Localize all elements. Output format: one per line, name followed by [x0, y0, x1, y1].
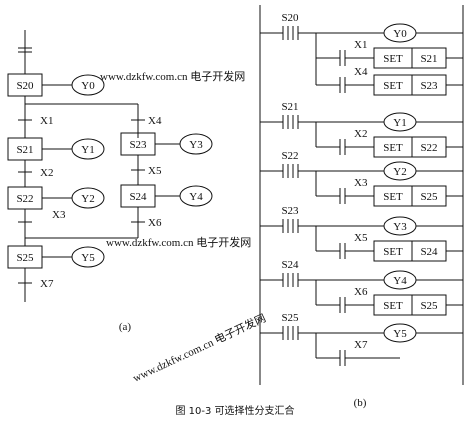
- sfc-transition-x2: X2: [40, 167, 53, 179]
- ladder-set-target-s21: S21: [420, 53, 437, 65]
- sfc-output-y1: Y1: [81, 144, 94, 156]
- ladder-coil-y4: Y4: [393, 275, 407, 287]
- ladder-step-s25: S25: [281, 312, 299, 324]
- ladder-contact-x7: X7: [354, 339, 368, 351]
- sfc-transition-x3: X3: [52, 209, 66, 221]
- ladder-contact-x6: X6: [354, 286, 368, 298]
- ladder-coil-y3: Y3: [393, 221, 407, 233]
- ladder-step-s23: S23: [281, 205, 299, 217]
- ladder-step-s20: S20: [281, 12, 299, 24]
- sfc-output-y4-oval: [179, 185, 213, 207]
- ladder-step-s22: S22: [281, 150, 298, 162]
- watermark-2: www.dzkfw.com.cn 电子开发网: [106, 235, 251, 249]
- sfc-output-y2: Y2: [81, 193, 94, 205]
- ladder-set-target-s25: S25: [420, 191, 438, 203]
- ladder-label: (b): [354, 397, 367, 409]
- ladder-set-target-s23: S23: [420, 80, 438, 92]
- ladder-step-s21: S21: [281, 101, 298, 113]
- ladder-contact-x2: X2: [354, 128, 367, 140]
- ladder-step-s24: S24: [281, 259, 299, 271]
- ladder-set-instruction: SET: [383, 191, 403, 203]
- watermark-1: www.dzkfw.com.cn 电子开发网: [100, 69, 245, 83]
- sfc-output-y5-oval: [71, 246, 105, 268]
- sfc-step-s20: S20: [16, 80, 34, 92]
- ladder-set-instruction: SET: [383, 142, 403, 154]
- sfc-diagram: [7, 30, 213, 302]
- sfc-output-y4: Y4: [189, 191, 203, 203]
- figure-caption: 图 10-3 可选择性分支汇合: [175, 404, 294, 417]
- sfc-output-y2-oval: [71, 187, 105, 209]
- ladder-set-instruction: SET: [383, 246, 403, 258]
- sfc-output-y0-oval: [71, 74, 105, 96]
- sfc-output-y3-oval: [179, 133, 213, 155]
- ladder-set-target-s25: S25: [420, 300, 438, 312]
- ladder-set-target-s22: S22: [420, 142, 437, 154]
- ladder-diagram: [259, 5, 464, 385]
- sfc-transition-x5: X5: [148, 165, 162, 177]
- sfc-transition-x4: X4: [148, 115, 162, 127]
- sfc-step-s21: S21: [16, 144, 33, 156]
- sfc-output-y5: Y5: [81, 252, 95, 264]
- watermark-3: www.dzkfw.com.cn 电子开发网: [130, 311, 268, 385]
- ladder-contact-x3: X3: [354, 177, 368, 189]
- sfc-transition-x1: X1: [40, 115, 53, 127]
- sfc-output-y1-oval: [71, 138, 105, 160]
- ladder-set-instruction: SET: [383, 300, 403, 312]
- ladder-coil-y0: Y0: [393, 28, 407, 40]
- ladder-set-instruction: SET: [383, 53, 403, 65]
- ladder-contact-x4: X4: [354, 66, 368, 78]
- ladder-coil-y5: Y5: [393, 328, 407, 340]
- ladder-set-instruction: SET: [383, 80, 403, 92]
- ladder-contact-x5: X5: [354, 232, 368, 244]
- sfc-output-y0: Y0: [81, 80, 95, 92]
- sfc-step-s22: S22: [16, 193, 33, 205]
- ladder-set-target-s24: S24: [420, 246, 438, 258]
- ladder-contact-x1: X1: [354, 39, 367, 51]
- ladder-coil-y2: Y2: [393, 166, 406, 178]
- sfc-step-s24: S24: [129, 191, 147, 203]
- sfc-transition-x6: X6: [148, 217, 162, 229]
- sfc-step-s25: S25: [16, 252, 34, 264]
- ladder-coil-y1: Y1: [393, 117, 406, 129]
- sfc-label: (a): [119, 321, 132, 333]
- sfc-step-s23: S23: [129, 139, 147, 151]
- sfc-output-y3: Y3: [189, 139, 203, 151]
- sfc-transition-x7: X7: [40, 278, 54, 290]
